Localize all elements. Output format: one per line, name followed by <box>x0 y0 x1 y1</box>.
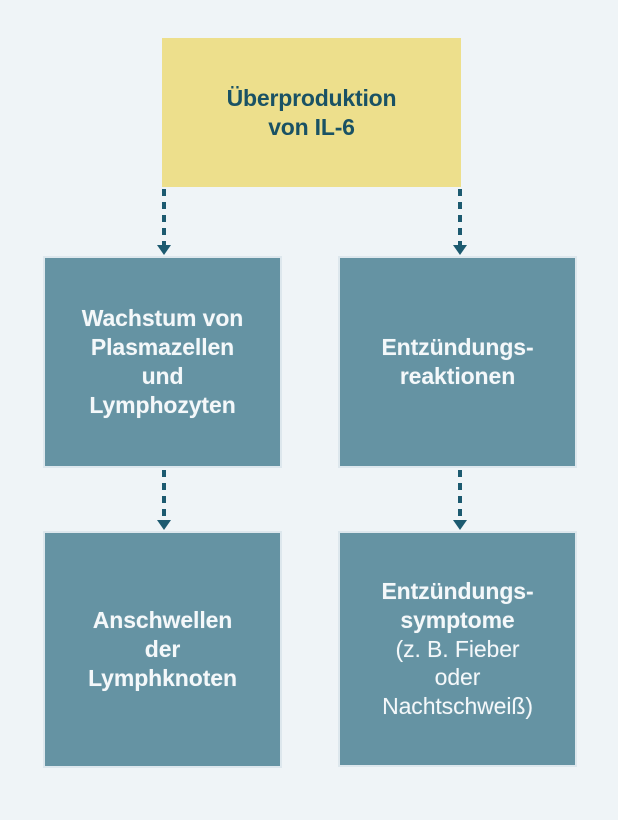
node-inflammation-line-1: Entzündungs- <box>381 334 534 361</box>
arrowhead-down-icon <box>157 245 171 255</box>
node-growth: Wachstum von Plasmazellen und Lymphozyte… <box>43 256 282 468</box>
arrowhead-down-icon <box>453 520 467 530</box>
node-swelling: Anschwellen der Lymphknoten <box>43 531 282 768</box>
node-growth-line-4: Lymphozyten <box>89 391 236 418</box>
connector-growth-to-swelling <box>157 470 171 530</box>
node-symptoms-sub-1: (z. B. Fieber <box>395 635 520 662</box>
node-growth-line-3: und <box>141 363 184 389</box>
connector-stem <box>162 470 166 521</box>
node-symptoms-line-1: Entzündungs- <box>381 577 534 604</box>
connector-stem <box>162 189 166 246</box>
node-growth-line-1: Wachstum von <box>81 305 244 332</box>
connector-overproduction-to-inflammation <box>453 189 467 255</box>
arrowhead-down-icon <box>453 245 467 255</box>
node-swelling-line-3: Lymphknoten <box>88 664 237 691</box>
connector-stem <box>458 189 462 246</box>
node-overproduction: Überproduktion von IL-6 <box>162 38 461 187</box>
node-symptoms-line-2: symptome <box>400 606 515 633</box>
node-overproduction-line-2: von IL-6 <box>268 113 355 140</box>
node-symptoms-sub-2: oder <box>434 664 481 691</box>
node-swelling-line-1: Anschwellen <box>92 607 233 634</box>
node-symptoms: Entzündungs- symptome (z. B. Fieber oder… <box>338 531 577 767</box>
node-swelling-line-2: der <box>144 636 181 663</box>
arrowhead-down-icon <box>157 520 171 530</box>
connector-overproduction-to-growth <box>157 189 171 255</box>
connector-stem <box>458 470 462 521</box>
node-inflammation-line-2: reaktionen <box>399 363 516 389</box>
node-overproduction-line-1: Überproduktion <box>226 84 397 111</box>
node-growth-line-2: Plasmazellen <box>90 334 235 361</box>
node-symptoms-sub-3: Nachtschweiß) <box>382 693 533 720</box>
connector-inflammation-to-symptoms <box>453 470 467 530</box>
node-inflammation: Entzündungs- reaktionen <box>338 256 577 468</box>
